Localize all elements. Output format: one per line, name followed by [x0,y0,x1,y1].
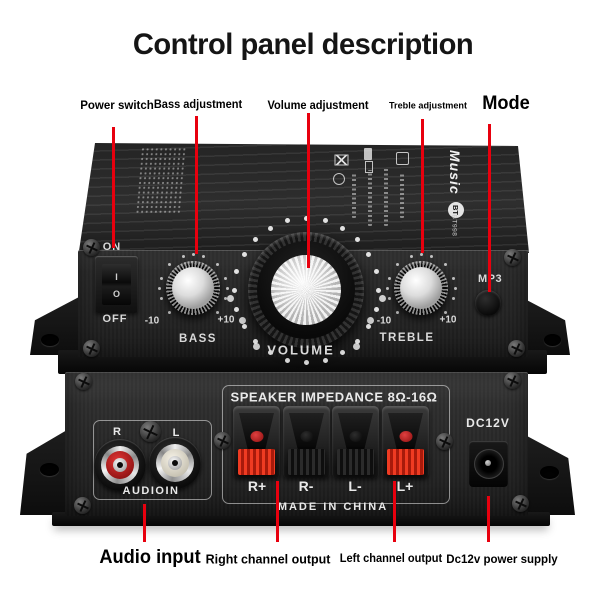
callout-line-dc-power [487,496,490,542]
feature-text-lines [368,170,372,226]
bass-knob [166,261,220,315]
treble-max-label: +10 [439,314,457,326]
callout-label-mode: Mode [482,93,530,114]
panel-screw [512,495,529,512]
callout-line-bass [195,116,198,254]
callout-line-volume [307,113,310,268]
bracket-hole [544,334,561,346]
audio-in-left-label: L [172,427,180,439]
power-off-label: OFF [102,313,128,325]
callout-label-treble-adjustment: Treble adjustment [388,100,468,112]
callout-label-power-switch: Power switch [80,98,154,112]
volume-label: VOLUME [267,342,335,358]
panel-screw [75,373,92,390]
dc-jack-pin [485,460,491,466]
treble-knob [394,261,448,315]
terminal-label-l-plus: L+ [396,478,414,494]
treble-min-label: -10 [376,315,392,327]
terminal-r-minus [283,406,330,478]
volume-knob [248,232,364,348]
terminal-l-minus [332,406,379,478]
callout-label-right-channel-output: Right channel output [205,551,331,567]
panel-screw [83,239,100,256]
treble-label: TREBLE [379,332,435,344]
power-switch: I O [95,256,138,313]
audio-in-label: AUDIOIN [122,485,180,497]
panel-screw [74,497,91,514]
feature-text-lines [384,168,388,226]
bass-label: BASS [179,333,217,345]
mount-bracket-top-right [521,297,570,355]
panel-screw [214,432,231,449]
bracket-hole [41,334,59,346]
callout-line-left-output [393,481,396,542]
rca-jack-left [149,437,201,489]
weee-bin-icon [334,154,349,166]
dc12v-label: DC12V [466,416,510,430]
panel-screw [508,340,525,357]
feature-text-lines [400,174,404,218]
callout-line-audio-input [143,504,146,542]
terminal-l-plus [382,406,429,478]
volume-knob-cap [271,255,341,325]
bass-min-label: -10 [144,315,160,327]
callout-label-dc12v-power-supply: Dc12v power supply [446,552,558,566]
feature-text-lines [352,172,356,218]
callout-label-left-channel-output: Left channel output [339,553,443,565]
cert-mark-icon [364,148,372,160]
panel-screw [436,433,453,450]
page-title: Control panel description [132,28,474,61]
speaker-impedance-label: SPEAKER IMPEDANCE 8Ω-16Ω [230,389,438,405]
terminal-r-plus [233,406,280,478]
model-number: BT998 [450,214,458,237]
callout-line-power-switch [112,127,115,248]
terminal-label-r-minus: R- [298,478,314,494]
panel-screw [504,372,521,389]
vent-grille [135,147,188,213]
bass-knob-cap [172,267,214,309]
brand-logo: Music [447,150,463,195]
bass-max-label: +10 [217,314,235,326]
callout-line-right-output [276,481,279,542]
mount-bracket-top-left [30,297,79,355]
panel-screw [83,340,100,357]
rca-jack-right [94,439,146,491]
recycle-icon [333,173,345,185]
panel-screw [140,421,161,442]
callout-label-audio-input: Audio input [99,547,201,568]
terminal-label-r-plus: R+ [247,478,267,494]
made-in-china-label: MADE IN CHINA [277,501,389,513]
panel-screw [504,249,521,266]
callout-label-bass-adjustment: Bass adjustment [153,99,243,111]
audio-in-right-label: R [113,426,121,438]
treble-knob-cap [400,267,442,309]
callout-label-volume-adjustment: Volume adjustment [267,100,369,112]
callout-line-treble [421,119,424,253]
rocker-on-mark: I [115,272,118,282]
dc-power-jack [474,449,504,479]
bracket-hole [540,466,559,479]
power-rocker: I O [102,264,131,305]
bracket-hole [40,463,59,476]
power-on-label: ON [103,241,122,253]
mp3-mode-button [475,290,501,316]
rocker-off-mark: O [112,289,120,299]
callout-line-mode [488,124,491,292]
warning-square-icon [396,152,409,165]
terminal-label-l-minus: L- [348,478,362,494]
